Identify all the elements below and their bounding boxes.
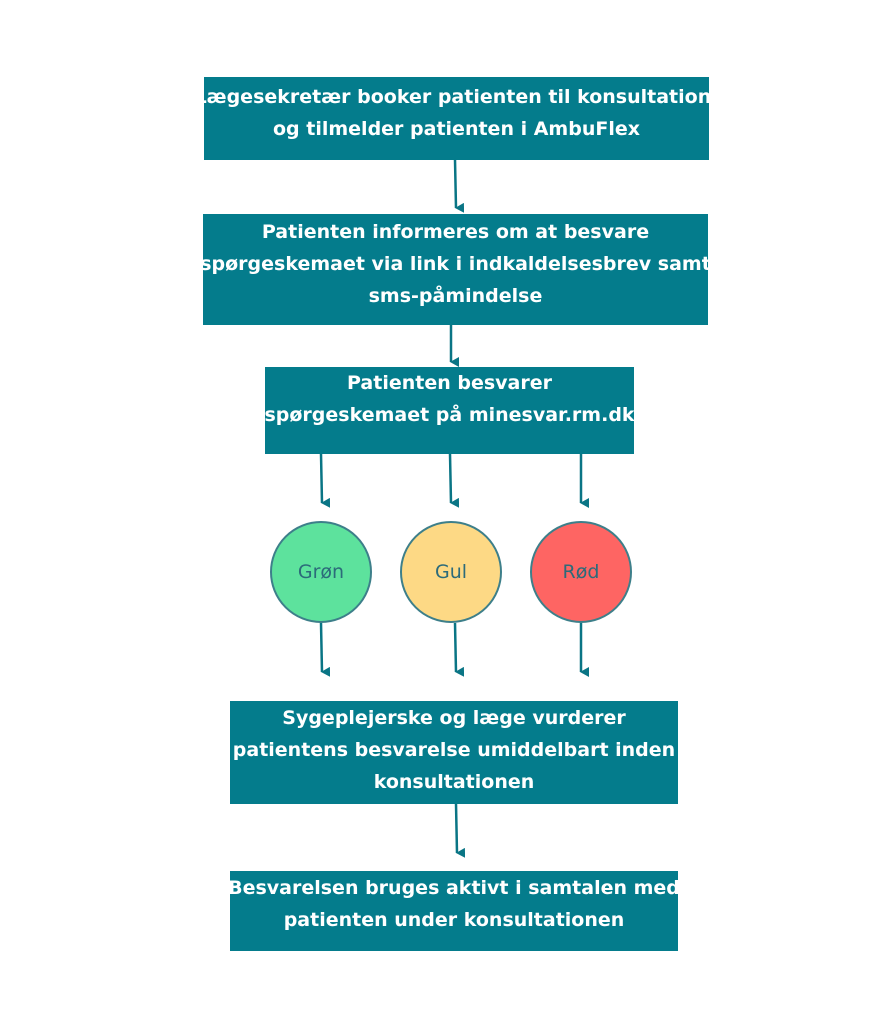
triage-yellow-label: Gul bbox=[434, 561, 468, 583]
step-answer-box: Patienten besvarer spørgeskemaet på mine… bbox=[264, 367, 635, 454]
step-assess-text-line-3: konsultationen bbox=[373, 771, 535, 793]
arrow-step3-to-green bbox=[319, 453, 331, 508]
step-inform-text-line-2: spørgeskemaet via link i indkaldelsesbre… bbox=[200, 253, 711, 275]
step-answer-text-line-1: Patienten besvarer bbox=[347, 372, 552, 394]
arrow-yellow-to-step4 bbox=[453, 622, 465, 677]
step-inform-text-line-1: Patienten informeres om at besvare bbox=[261, 221, 650, 243]
triage-green-label: Grøn bbox=[297, 561, 345, 583]
step-inform-text-line-3: sms-påmindelse bbox=[368, 285, 543, 307]
step-booking-text-line-2: og tilmelder patienten i AmbuFlex bbox=[273, 118, 640, 140]
triage-red-label: Rød bbox=[562, 561, 600, 583]
step-booking-text-line-1: Lægesekretær booker patienten til konsul… bbox=[194, 86, 719, 108]
step-use-text-line-1: Besvarelsen bruges aktivt i samtalen med bbox=[228, 877, 680, 899]
arrow-green-to-step4 bbox=[319, 622, 331, 677]
arrow-step1-to-step2 bbox=[453, 159, 465, 213]
step-assess-text-line-2: patientens besvarelse umiddelbart inden bbox=[232, 739, 676, 761]
step-inform-box: Patienten informeres om at besvare spørg… bbox=[200, 214, 711, 325]
step-assess-text-line-1: Sygeplejerske og læge vurderer bbox=[282, 707, 626, 729]
step-booking-box: Lægesekretær booker patienten til konsul… bbox=[195, 77, 718, 160]
step-use-box: Besvarelsen bruges aktivt i samtalen med… bbox=[228, 871, 680, 951]
triage-yellow-circle: Gul bbox=[400, 521, 502, 623]
step-answer-text-line-2: spørgeskemaet på minesvar.rm.dk bbox=[264, 404, 635, 426]
arrow-step4-to-step5 bbox=[454, 803, 466, 858]
arrow-step3-to-yellow bbox=[448, 453, 460, 508]
step-assess-box: Sygeplejerske og læge vurderer patienten… bbox=[230, 701, 678, 804]
triage-green-circle: Grøn bbox=[270, 521, 372, 623]
triage-red-circle: Rød bbox=[530, 521, 632, 623]
step-use-text-line-2: patienten under konsultationen bbox=[283, 909, 625, 931]
